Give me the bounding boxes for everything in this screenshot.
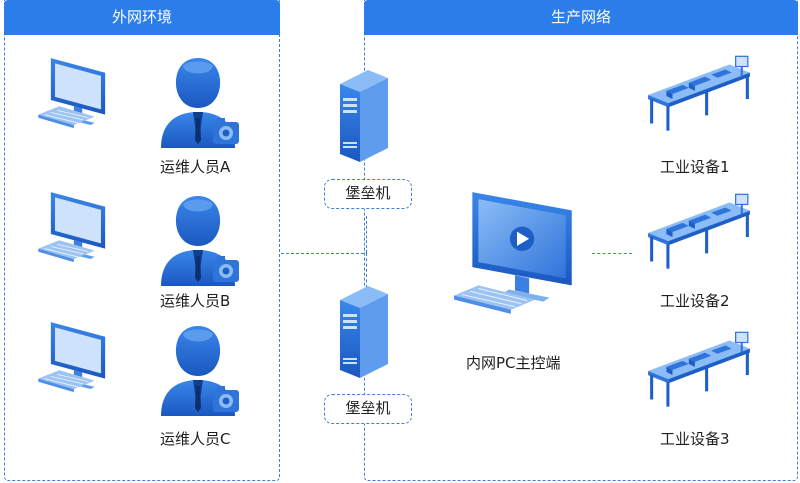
operator-a-label: 运维人员A (160, 158, 231, 176)
operator-person-icon (152, 52, 244, 152)
connector-bastion-2 (366, 253, 367, 293)
equipment-1-label: 工业设备1 (660, 158, 730, 176)
operator-c-label: 运维人员C (160, 430, 231, 448)
desktop-computer-icon (36, 188, 120, 282)
production-network-title: 生产网络 (364, 0, 798, 35)
production-network-panel (364, 0, 798, 481)
bastion-host-2-label: 堡垒机 (324, 394, 412, 424)
operator-person-icon (152, 320, 244, 420)
server-tower-icon (332, 66, 392, 166)
external-network-title: 外网环境 (4, 0, 280, 35)
equipment-3-label: 工业设备3 (660, 430, 730, 448)
industrial-equipment-icon (644, 330, 756, 412)
equipment-2-label: 工业设备2 (660, 292, 730, 310)
operator-person-icon (152, 190, 244, 290)
console-label: 内网PC主控端 (466, 354, 561, 372)
monitor-play-icon (452, 186, 584, 328)
external-network-panel (4, 0, 280, 481)
industrial-equipment-icon (644, 54, 756, 136)
connector-bastion-1 (366, 216, 367, 253)
operator-b-label: 运维人员B (160, 292, 231, 310)
desktop-computer-icon (36, 318, 120, 412)
connector-left (281, 253, 364, 254)
connector-right (592, 253, 632, 254)
bastion-host-1-label: 堡垒机 (324, 179, 412, 209)
desktop-computer-icon (36, 54, 120, 148)
industrial-equipment-icon (644, 192, 756, 274)
server-tower-icon (332, 282, 392, 382)
